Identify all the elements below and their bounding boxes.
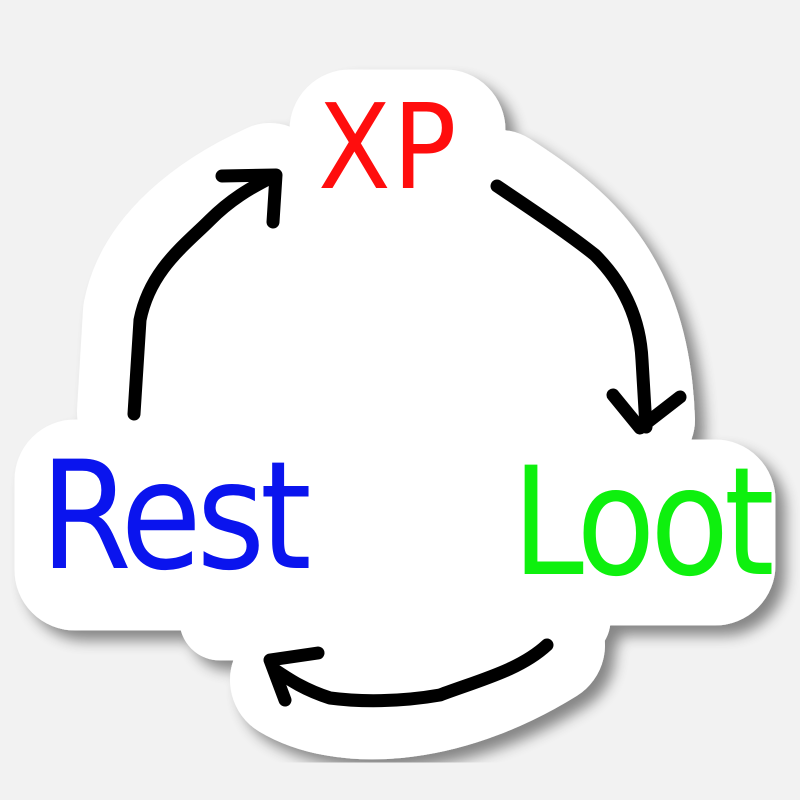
- node-xp-label: XP: [318, 78, 459, 216]
- arrow-loot-to-rest: [263, 638, 554, 708]
- node-rest-label: Rest: [40, 430, 312, 604]
- arrow-xp-to-loot: [490, 179, 687, 435]
- arrow-rest-to-xp: [127, 168, 283, 421]
- node-loot-label: Loot: [512, 436, 775, 610]
